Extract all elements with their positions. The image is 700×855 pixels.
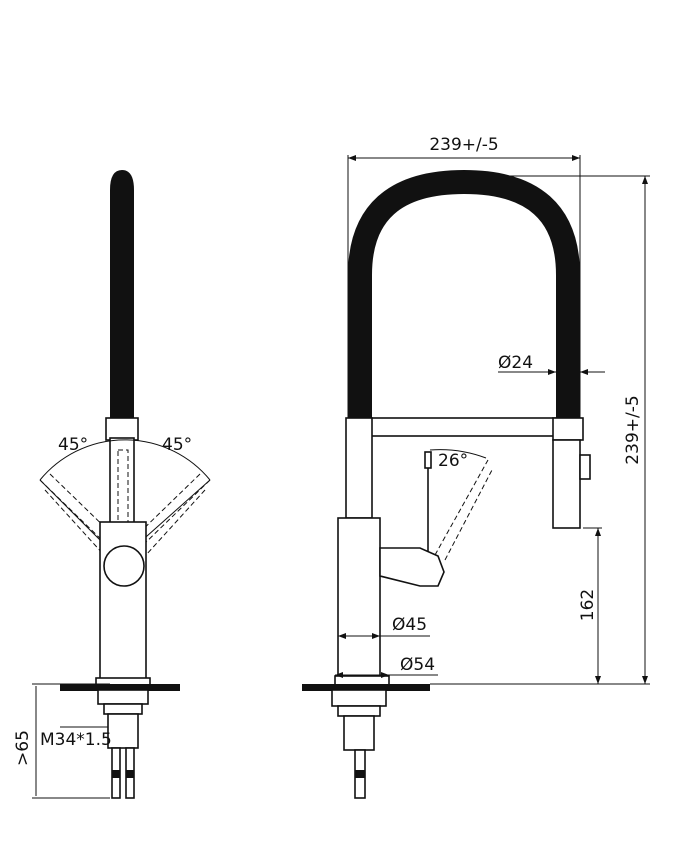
front-view-upper-column — [345, 417, 373, 519]
base-diameter-label: Ø54 — [400, 655, 435, 675]
body-diameter-label: Ø45 — [392, 615, 427, 635]
front-view-mount-nut — [331, 689, 387, 707]
side-view-upper-body — [109, 437, 135, 529]
side-view-handle-cap — [103, 545, 145, 587]
width-dimension: 239+/-5 — [429, 135, 498, 155]
front-view-handle-rotated — [434, 459, 489, 556]
front-view-shank — [343, 715, 375, 751]
front-view-spout-bar — [359, 417, 557, 437]
front-view-hose-arch — [348, 169, 580, 418]
shank-length-label: >65 — [13, 730, 33, 766]
side-view-shank — [107, 713, 139, 749]
front-view-spray-head — [552, 417, 584, 441]
side-view-swung-spout-left — [39, 473, 119, 556]
height-dimension: 239+/-5 — [623, 395, 643, 464]
thread-label: M34*1.5 — [40, 730, 112, 750]
handle-angle-label: 26° — [438, 451, 468, 471]
side-view-swivel-arc — [39, 439, 211, 481]
front-view-handle-lever — [379, 547, 445, 587]
side-view-mount-nut — [97, 689, 149, 705]
front-view: 239+/-5 239+/-5 162 Ø24 Ø45 Ø54 26° — [302, 135, 650, 799]
side-view-swung-spout-right — [131, 473, 211, 556]
side-view: >65 M34*1.5 45° 45° — [13, 170, 211, 799]
spout-height-dimension: 162 — [578, 589, 598, 621]
front-view-spray-nozzle — [552, 439, 581, 529]
side-view-hose — [110, 170, 134, 420]
side-view-hose-collar — [105, 417, 139, 441]
swivel-left-angle: 45° — [58, 435, 88, 455]
front-view-main-body — [337, 517, 381, 679]
swivel-right-angle: 45° — [162, 435, 192, 455]
hose-diameter-label: Ø24 — [498, 353, 533, 373]
